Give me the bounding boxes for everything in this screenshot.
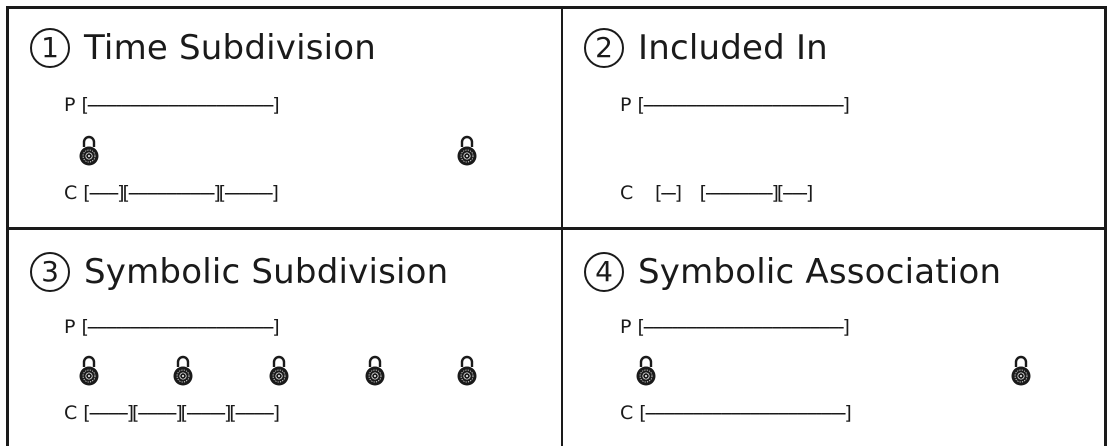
child-bar: [---] [--------------][-----] — [639, 182, 813, 204]
padlock-icon — [456, 355, 478, 387]
parent-label: P — [64, 94, 76, 116]
child-label: C — [620, 182, 634, 204]
horizontal-divider — [6, 227, 1107, 230]
panel-title: 1 Time Subdivision — [30, 28, 376, 68]
vertical-divider — [561, 6, 563, 446]
parent-row: P[--------------------------------------… — [64, 316, 280, 338]
diagram-frame — [6, 6, 1107, 446]
parent-bar: [---------------------------------------… — [81, 316, 279, 338]
padlock-icon — [364, 355, 386, 387]
child-bar: [---------------------------------------… — [639, 402, 851, 424]
number-badge: 4 — [584, 252, 624, 292]
padlock-icon — [78, 355, 100, 387]
child-row: C [---] [--------------][-----] — [620, 182, 813, 204]
child-bar: [--------][--------][--------][--------] — [83, 402, 280, 424]
title-text: Symbolic Subdivision — [84, 252, 449, 292]
title-text: Time Subdivision — [84, 28, 377, 68]
number-badge: 3 — [30, 252, 70, 292]
child-row: C[--------][--------][--------][--------… — [64, 402, 280, 424]
title-text: Symbolic Association — [638, 252, 1002, 292]
parent-bar: [---------------------------------------… — [81, 94, 279, 116]
parent-bar: [---------------------------------------… — [637, 316, 849, 338]
child-label: C — [64, 182, 78, 204]
parent-label: P — [620, 94, 632, 116]
child-label: C — [64, 402, 78, 424]
parent-bar: [---------------------------------------… — [637, 94, 849, 116]
parent-row: P[--------------------------------------… — [620, 94, 850, 116]
panel-title: 4 Symbolic Association — [584, 252, 1001, 292]
number-badge: 1 — [30, 28, 70, 68]
padlock-icon — [78, 135, 100, 167]
parent-label: P — [64, 316, 76, 338]
parent-row: P[--------------------------------------… — [64, 94, 280, 116]
padlock-icon — [635, 355, 657, 387]
child-label: C — [620, 402, 634, 424]
parent-label: P — [620, 316, 632, 338]
parent-row: P[--------------------------------------… — [620, 316, 850, 338]
child-bar: [------][------------------][----------] — [83, 182, 279, 204]
padlock-icon — [1010, 355, 1032, 387]
padlock-icon — [268, 355, 290, 387]
child-row: C[--------------------------------------… — [620, 402, 852, 424]
padlock-icon — [456, 135, 478, 167]
title-text: Included In — [638, 28, 828, 68]
child-row: C[------][------------------][----------… — [64, 182, 279, 204]
panel-title: 3 Symbolic Subdivision — [30, 252, 448, 292]
number-badge: 2 — [584, 28, 624, 68]
padlock-icon — [172, 355, 194, 387]
panel-title: 2 Included In — [584, 28, 828, 68]
